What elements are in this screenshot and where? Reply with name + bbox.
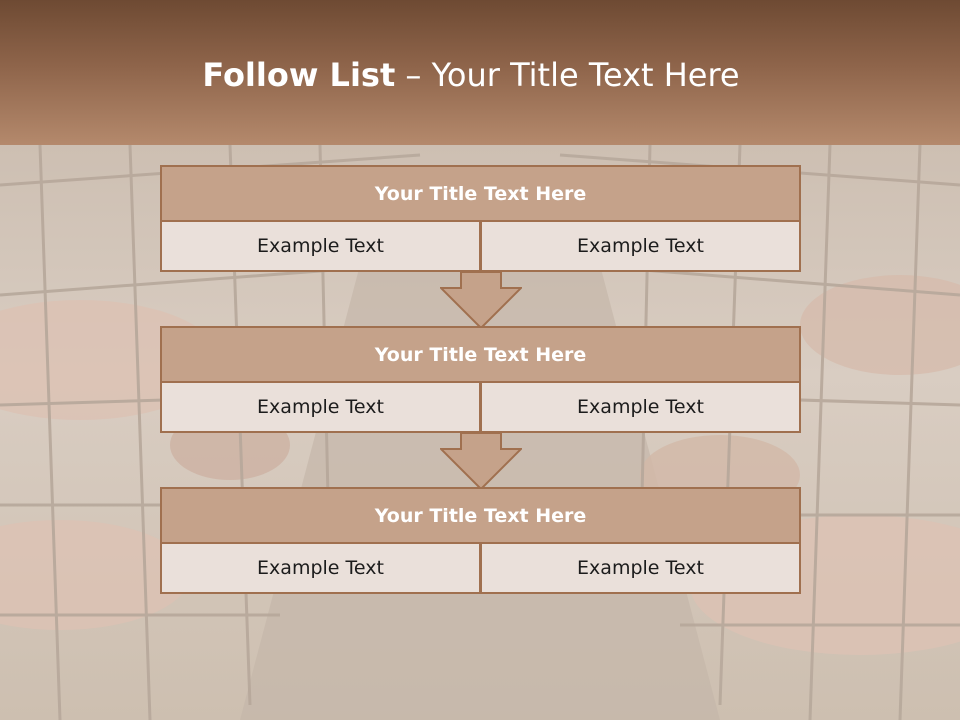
down-arrow-icon xyxy=(440,432,522,490)
step-row-3: Example Text Example Text xyxy=(160,544,801,594)
step-1-left-cell: Example Text xyxy=(160,222,481,272)
step-block-1: Your Title Text Here Example Text Exampl… xyxy=(160,165,801,272)
step-1-right-cell: Example Text xyxy=(481,222,801,272)
step-title-1: Your Title Text Here xyxy=(160,165,801,222)
slide-title-bold: Follow List xyxy=(202,56,396,94)
step-title-3: Your Title Text Here xyxy=(160,487,801,544)
step-3-right-cell: Example Text xyxy=(481,544,801,594)
slide-title: Follow List – Your Title Text Here xyxy=(0,55,942,95)
step-2-left-cell: Example Text xyxy=(160,383,481,433)
slide-title-rest: – Your Title Text Here xyxy=(395,56,740,94)
step-row-2: Example Text Example Text xyxy=(160,383,801,433)
step-row-1: Example Text Example Text xyxy=(160,222,801,272)
step-3-left-cell: Example Text xyxy=(160,544,481,594)
down-arrow-icon xyxy=(440,271,522,329)
title-banner: Follow List – Your Title Text Here xyxy=(0,0,960,145)
step-2-right-cell: Example Text xyxy=(481,383,801,433)
step-block-3: Your Title Text Here Example Text Exampl… xyxy=(160,487,801,594)
step-title-2: Your Title Text Here xyxy=(160,326,801,383)
step-block-2: Your Title Text Here Example Text Exampl… xyxy=(160,326,801,433)
